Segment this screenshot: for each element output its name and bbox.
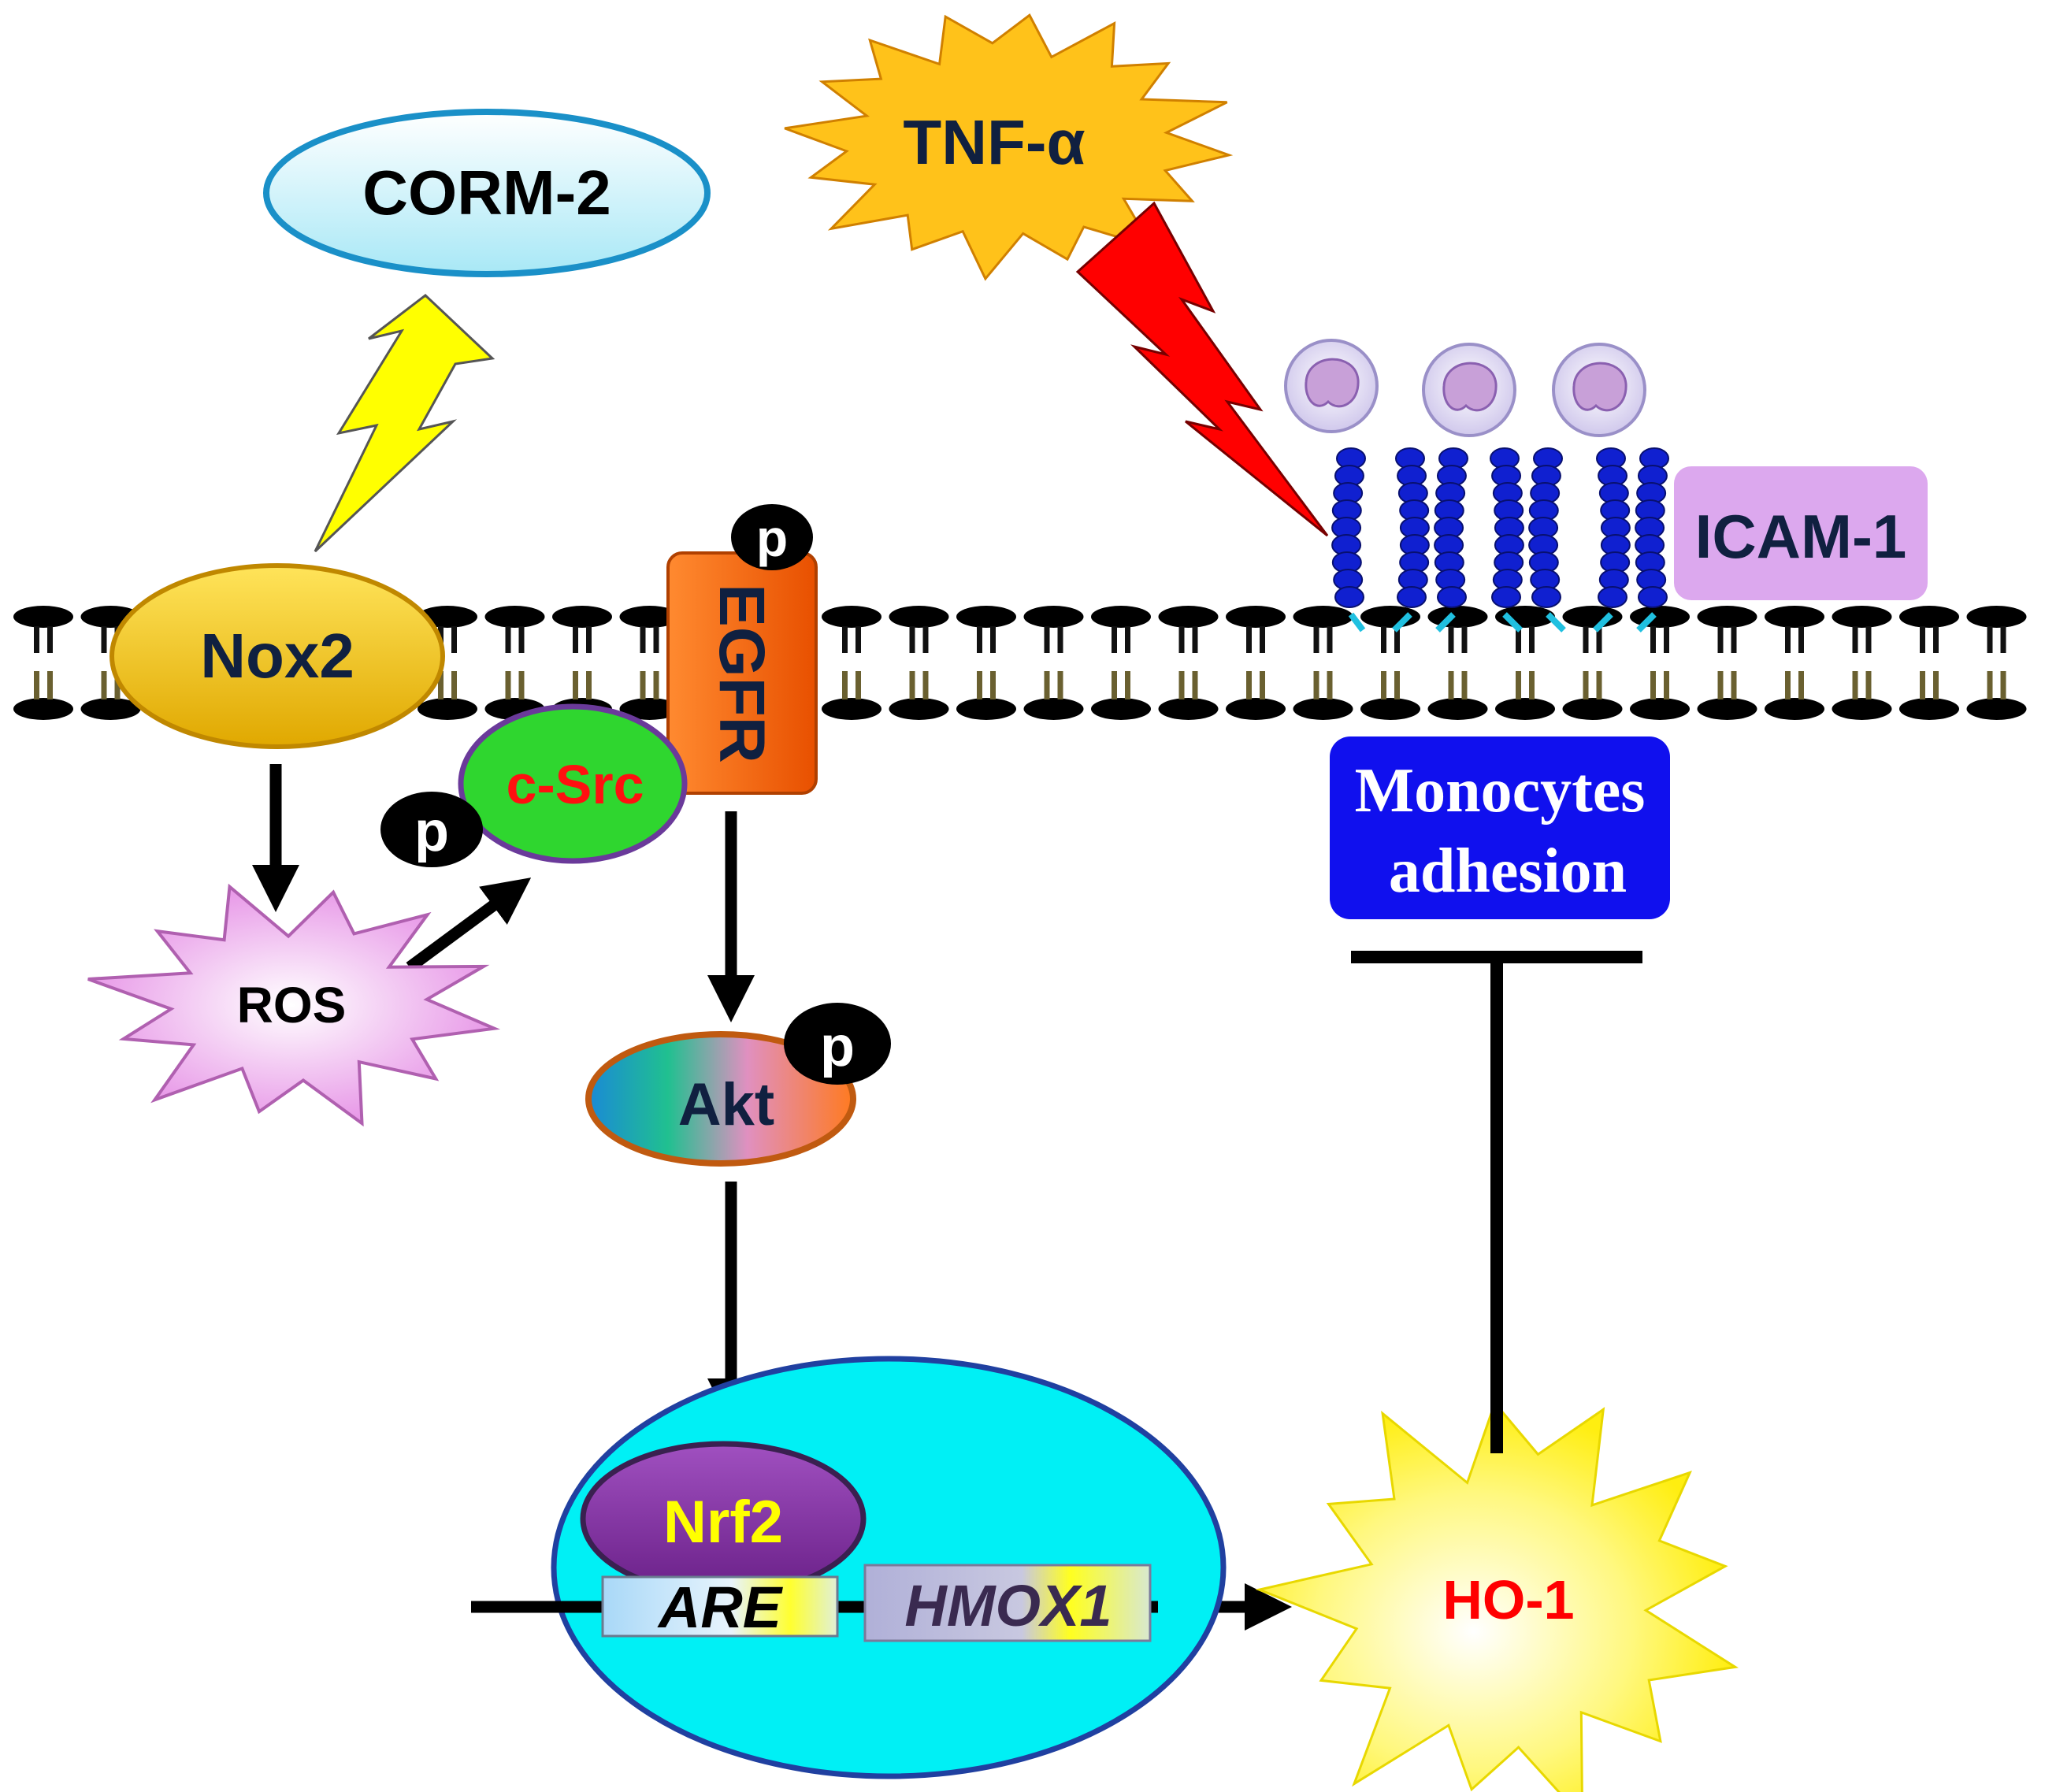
monocytes-label-line2: adhesion [1389,837,1627,906]
icam1-chain [1331,447,1366,633]
ros-label: ROS [237,977,347,1033]
are-element: ARE [601,1575,839,1640]
nrf2-label: Nrf2 [663,1489,783,1556]
lipid-pair [13,606,73,720]
egfr-phospho-badge: p [731,504,813,570]
lipid-pair [552,606,612,720]
svg-text:p: p [756,509,788,567]
nrf2-node: Nrf2 [580,1441,867,1597]
csrc-node: c-Src [458,703,688,864]
icam1-chain [1490,447,1524,633]
icam1-chain [1392,447,1430,633]
egfr-node: EGFR [666,551,818,795]
lipid-pair [484,606,545,720]
inhibition-ho1-monocytes [1351,951,1642,1453]
lipid-pair [1023,606,1084,720]
icam1-box: ICAM-1 [1674,466,1928,600]
akt-phospho-badge: p [784,1003,891,1085]
monocyte-cell [1284,339,1379,433]
hmox1-gene: HMOX1 [863,1564,1152,1642]
akt-label: Akt [678,1071,774,1138]
svg-text:p: p [820,1015,855,1078]
lipid-pair [1293,606,1353,720]
svg-text:p: p [414,800,449,863]
icam1-chain [1528,447,1566,633]
lipid-pair [956,606,1016,720]
lipid-pair [1966,606,2027,720]
lipid-pair [1630,606,1690,720]
csrc-label: c-Src [506,754,644,815]
icam1-receptors [1284,339,1669,633]
lipid-pair [1832,606,1892,720]
lipid-pair [1360,606,1420,720]
ho1-node: HO-1 [1255,1401,1739,1792]
tnf-alpha-node: TNF-α [784,13,1234,281]
lipid-pair [1427,606,1488,720]
hmox1-label: HMOX1 [904,1573,1112,1638]
lipid-pair [1765,606,1824,720]
monocytes-label-line1: Monocytes [1355,756,1646,826]
lipid-pair [1158,606,1219,720]
csrc-phospho-badge: p [380,792,483,867]
icam1-chain [1593,447,1631,633]
egfr-label: EGFR [706,584,778,763]
ros-node: ROS [87,883,501,1127]
monocyte-cell [1422,343,1516,437]
are-label: ARE [657,1575,784,1640]
lipid-pair [418,606,477,720]
lipid-pair [889,606,949,720]
corm2-label: CORM-2 [362,158,611,228]
lipid-pair [1495,606,1555,720]
lipid-pair [1562,606,1623,720]
tnf-bolt-icon [1075,201,1329,537]
icam1-chain [1635,447,1669,633]
icam1-label: ICAM-1 [1695,502,1907,571]
corm2-bolt-icon [314,294,495,553]
lipid-pair [1226,606,1286,720]
akt-node: Akt [585,1031,856,1167]
lipid-pair [1091,606,1151,720]
ho1-label: HO-1 [1442,1569,1574,1631]
arrow-ros-to-csrc [406,877,532,973]
monocyte-cell [1552,343,1646,437]
corm2-node: CORM-2 [263,109,711,277]
lipid-pair [822,606,881,720]
nox2-label: Nox2 [200,621,354,691]
monocytes-adhesion-box: Monocytes adhesion [1330,736,1670,919]
icam1-chain [1434,447,1468,633]
lipid-pair [619,606,680,720]
lipid-pair [1899,606,1959,720]
nox2-node: Nox2 [109,563,445,749]
tnf-alpha-label: TNF-α [903,107,1085,177]
lipid-pair [1697,606,1757,720]
